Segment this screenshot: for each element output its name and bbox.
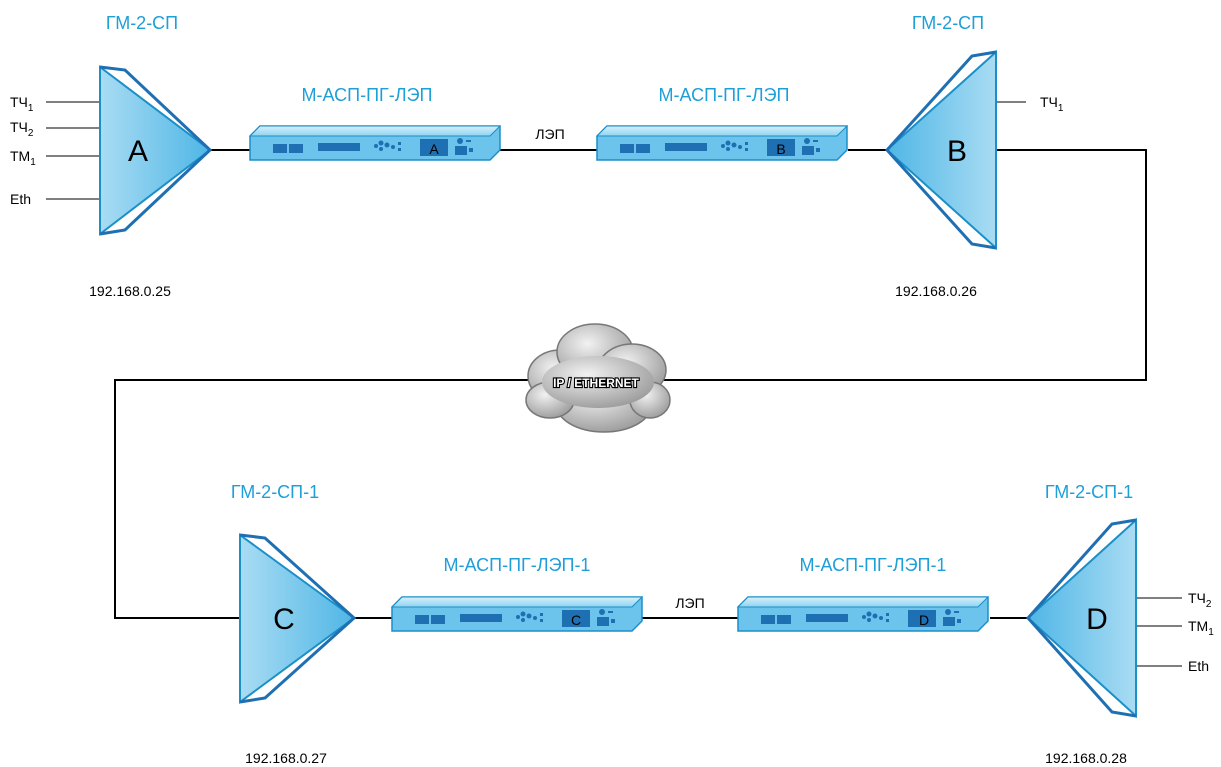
modem-b-label: М-АСП-ПГ-ЛЭП [659, 85, 790, 105]
device-b-type: ГМ-2-СП [912, 13, 984, 33]
cloud-label: IP / ETHERNET [553, 376, 639, 390]
device-d[interactable]: D [1025, 517, 1137, 719]
device-b-letter: B [947, 135, 967, 168]
modem-b[interactable] [595, 125, 849, 161]
port-label-a-3: ТМ1 [10, 148, 36, 168]
modem-b-letter: B [776, 141, 785, 157]
modem-c-letter: C [571, 612, 581, 628]
connection-lines [114, 149, 1147, 619]
modem-c-label: М-АСП-ПГ-ЛЭП-1 [444, 555, 591, 575]
port-label-a-4: Eth [10, 191, 31, 207]
cloud-icon [525, 323, 671, 433]
port-label-a-2: ТЧ2 [10, 119, 34, 139]
modem-a-letter: A [429, 141, 439, 157]
device-a-letter: A [128, 135, 148, 168]
port-label-a-1: ТЧ1 [10, 94, 34, 114]
modem-c[interactable] [390, 596, 644, 632]
modem-a-label: М-АСП-ПГ-ЛЭП [302, 85, 433, 105]
device-a[interactable]: A [99, 64, 213, 237]
device-a-type: ГМ-2-СП [106, 13, 178, 33]
device-b-ip: 192.168.0.26 [895, 283, 977, 299]
modem-d-label: М-АСП-ПГ-ЛЭП-1 [800, 555, 947, 575]
modem-d[interactable] [736, 596, 990, 632]
device-c[interactable]: C [239, 533, 357, 704]
link-label-bottom: ЛЭП [675, 595, 704, 611]
device-a-ip: 192.168.0.25 [89, 283, 171, 299]
modem-a[interactable] [248, 125, 502, 161]
link-label-top: ЛЭП [535, 126, 564, 142]
device-c-letter: C [273, 603, 295, 636]
device-d-letter: D [1086, 603, 1108, 636]
modem-d-letter: D [919, 612, 929, 628]
device-c-type: ГМ-2-СП-1 [231, 482, 319, 502]
port-lines [46, 101, 1182, 667]
port-label-d-1: ТЧ2 [1188, 590, 1212, 610]
port-label-d-3: Eth [1188, 658, 1209, 674]
device-b[interactable]: B [884, 49, 997, 251]
port-label-d-2: ТМ1 [1188, 618, 1214, 638]
device-d-type: ГМ-2-СП-1 [1045, 482, 1133, 502]
port-label-b-1: ТЧ1 [1040, 94, 1064, 114]
device-c-ip: 192.168.0.27 [245, 750, 327, 766]
device-d-ip: 192.168.0.28 [1045, 750, 1127, 766]
